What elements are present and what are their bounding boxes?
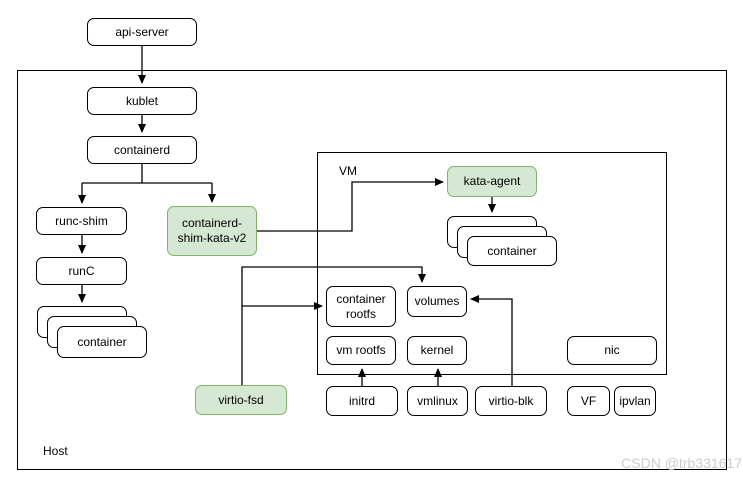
node-volumes: volumes [407,286,467,317]
node-ipvlan: ipvlan [614,386,656,416]
node-nic: nic [567,336,657,365]
node-vf: VF [567,386,610,416]
watermark: CSDN @trb331617 [621,455,742,471]
node-containerd-shim-kata-v2: containerd-shim-kata-v2 [167,206,257,256]
node-virtio-blk: virtio-blk [475,386,547,416]
node-kublet: kublet [87,87,197,115]
node-kata-agent: kata-agent [447,166,537,197]
node-container-vm: container [467,236,557,266]
host-frame [17,70,727,470]
node-runc: runC [36,257,127,285]
node-runc-shim: runc-shim [36,207,127,235]
vm-label: VM [339,164,357,178]
node-container-rootfs: container rootfs [326,286,396,327]
node-initrd: initrd [326,386,398,416]
node-kernel: kernel [407,336,467,365]
host-label: Host [43,444,68,458]
node-containerd: containerd [87,136,197,164]
node-api-server: api-server [87,18,197,46]
node-container-host: container [57,326,147,358]
node-vmlinux: vmlinux [407,386,468,416]
node-virtio-fsd: virtio-fsd [195,385,287,415]
node-vm-rootfs: vm rootfs [326,336,396,365]
